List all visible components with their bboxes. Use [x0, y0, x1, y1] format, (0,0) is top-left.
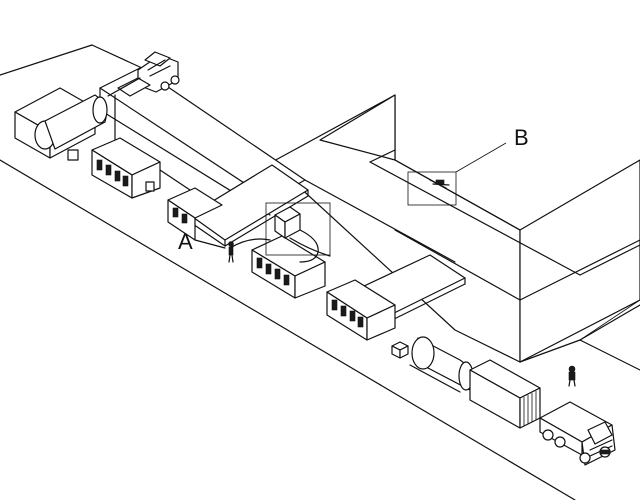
road-edges: [0, 44, 640, 500]
equipment-a: [229, 206, 331, 263]
main-building: [271, 94, 640, 363]
callout-a-box: [265, 202, 331, 256]
container-4: [326, 279, 396, 341]
truck-top: [107, 51, 180, 97]
callout-b-box: [407, 171, 457, 206]
person-figure-b: [568, 365, 576, 387]
container-2: [167, 187, 226, 249]
truck-bottom: [539, 401, 616, 466]
person-figure-a: [228, 241, 234, 263]
callout-a-label: A: [178, 229, 193, 254]
tank-lower: [409, 336, 474, 393]
container-1: [91, 137, 161, 199]
container-lower: [469, 359, 541, 429]
small-crate: [391, 341, 409, 359]
callout-b-leader: [455, 142, 507, 173]
callout-b-label: B: [514, 125, 529, 150]
equipment-b: [429, 179, 450, 189]
container-3: [251, 235, 326, 299]
generator-tank-top: [14, 87, 108, 161]
